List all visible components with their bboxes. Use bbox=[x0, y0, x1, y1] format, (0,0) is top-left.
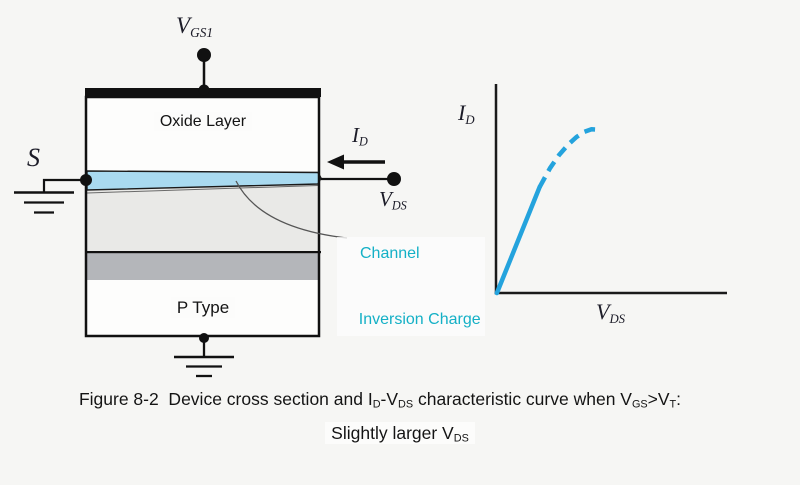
figure-caption-line2: Slightly larger VDS bbox=[0, 422, 800, 444]
drain-voltage-label: VDS bbox=[379, 187, 407, 213]
arrowhead-left-icon bbox=[327, 154, 344, 170]
channel-annotation: Channel Inversion Charge bbox=[337, 237, 485, 336]
device-cross-section bbox=[14, 48, 401, 378]
depletion-boundary-line bbox=[86, 185, 319, 194]
drain-current-arrow bbox=[327, 154, 385, 170]
substrate-type-label: P Type bbox=[87, 297, 319, 318]
substrate-ground-symbol bbox=[174, 355, 234, 378]
oxide-layer-label: Oxide Layer bbox=[87, 112, 319, 131]
xaxis-label: VDS bbox=[596, 299, 626, 326]
oxide-region bbox=[87, 97, 319, 171]
channel-pointer-curve bbox=[235, 180, 348, 239]
figure-caption-line1: Figure 8-2 Device cross section and ID-V… bbox=[78, 389, 682, 411]
drain-current-label: ID bbox=[352, 123, 368, 149]
gate-voltage-label: VGS1 bbox=[176, 13, 214, 40]
id-curve-solid bbox=[494, 184, 542, 296]
drain-terminal-dot bbox=[387, 172, 401, 186]
bulk-band bbox=[87, 253, 319, 280]
source-label: S bbox=[27, 143, 40, 172]
gate-contact-dot bbox=[198, 84, 210, 96]
source-wire bbox=[42, 178, 86, 192]
yaxis-label: ID bbox=[458, 100, 475, 127]
id-vds-graph bbox=[494, 84, 727, 296]
gate-terminal-dot bbox=[197, 48, 211, 62]
source-ground-symbol bbox=[14, 191, 74, 214]
id-curve-dashed bbox=[537, 127, 599, 188]
substrate-boundary-line bbox=[85, 251, 321, 254]
